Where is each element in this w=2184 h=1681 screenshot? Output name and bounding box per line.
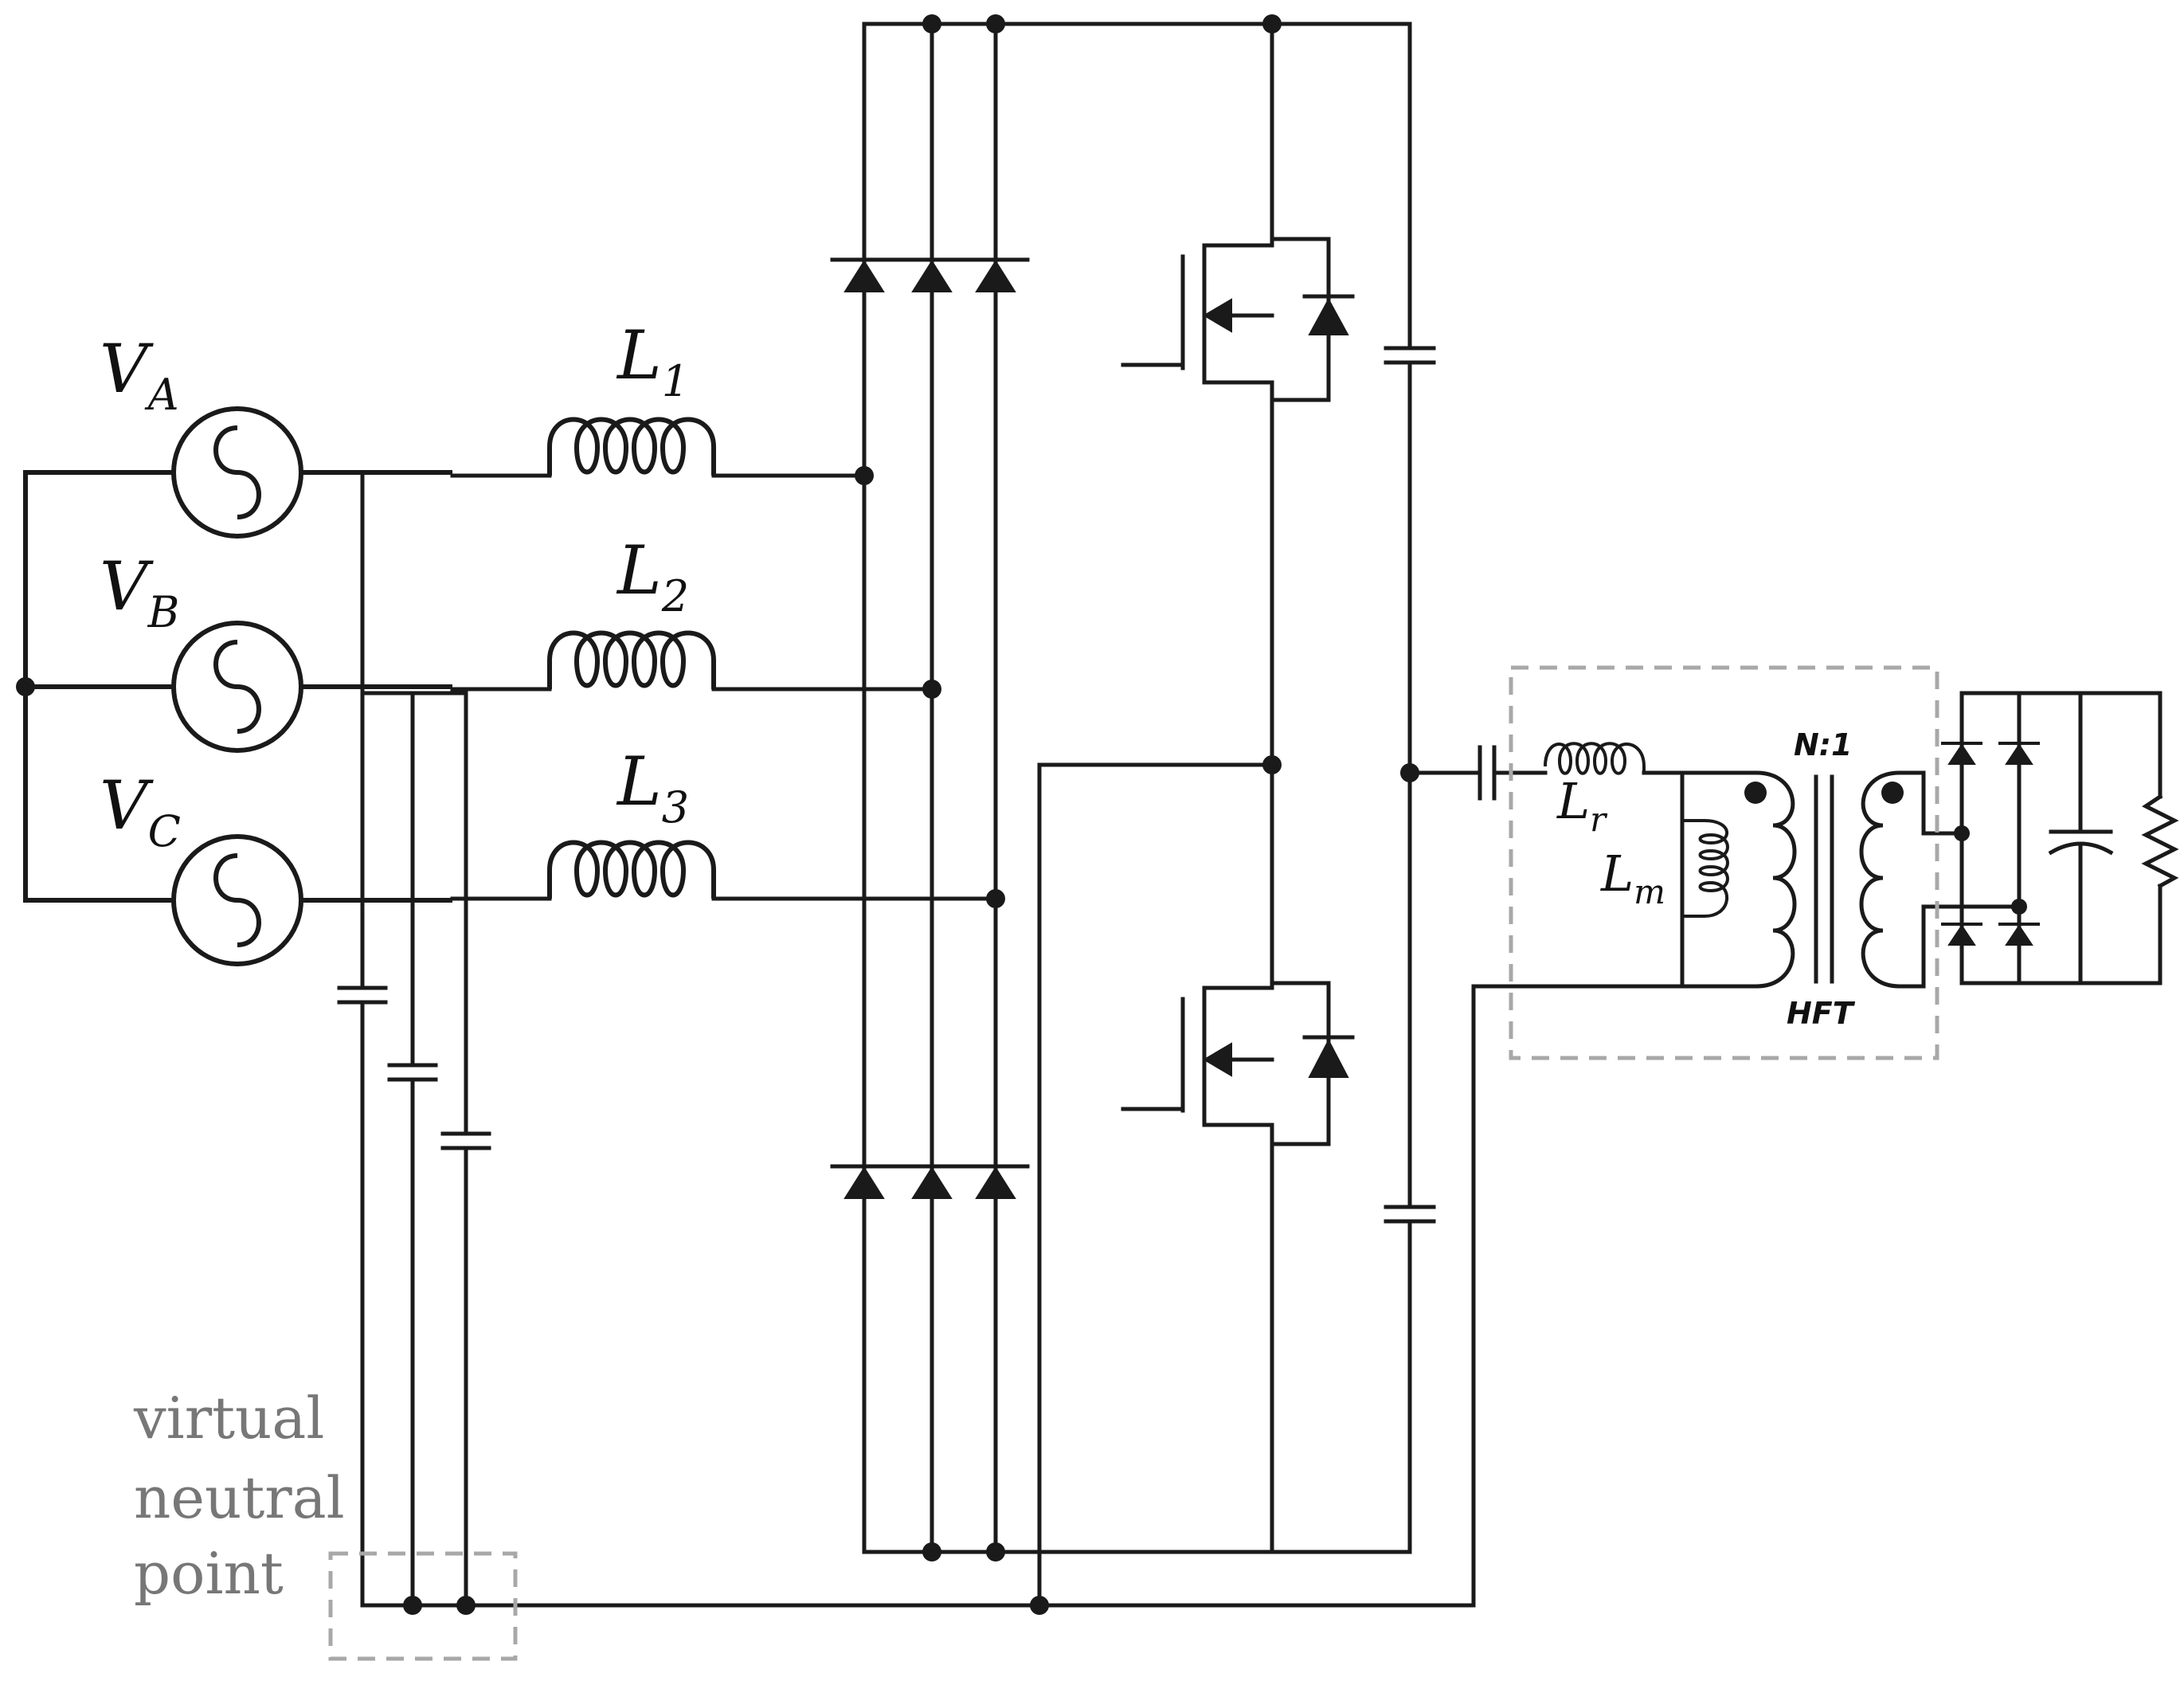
note-line-1: virtual bbox=[133, 1385, 324, 1452]
source-b bbox=[174, 623, 301, 750]
inductor-l1 bbox=[550, 420, 867, 476]
inductor-l3 bbox=[550, 843, 998, 899]
label-hft: HFT bbox=[1787, 996, 1856, 1031]
label-source-b: VB bbox=[100, 547, 179, 637]
dc-link-capacitors bbox=[1384, 22, 1436, 1554]
note-line-2: neutral bbox=[134, 1464, 345, 1531]
label-turns-ratio: N:1 bbox=[1794, 727, 1852, 762]
resonant-tank bbox=[1407, 742, 1729, 989]
inductor-l2 bbox=[550, 633, 934, 690]
label-lm: Lm bbox=[1600, 844, 1665, 911]
note-line-3: point bbox=[134, 1540, 284, 1607]
neutral-bus bbox=[360, 984, 1687, 1608]
virtual-neutral-box bbox=[328, 1551, 518, 1661]
diode-bridge bbox=[832, 14, 1027, 1561]
label-inductor-l2: L2 bbox=[616, 531, 689, 621]
source-a bbox=[174, 409, 301, 536]
label-source-a: VA bbox=[100, 330, 179, 420]
label-inductor-l1: L1 bbox=[616, 316, 689, 406]
label-lr: Lr bbox=[1556, 772, 1608, 839]
output-rectifier bbox=[1939, 691, 2179, 985]
switch-upper bbox=[1121, 22, 1355, 767]
switch-lower bbox=[1121, 762, 1355, 1554]
source-c bbox=[174, 837, 301, 964]
label-source-c: VC bbox=[100, 766, 181, 856]
filter-capacitors bbox=[337, 470, 491, 1615]
phase-wires bbox=[301, 470, 552, 903]
transformer-hft bbox=[1680, 770, 1964, 989]
switch-midpoint bbox=[1030, 755, 1282, 1615]
resonant-tank-box bbox=[1509, 665, 1939, 1060]
star-wiring bbox=[16, 470, 174, 903]
label-inductor-l3: L3 bbox=[616, 743, 689, 833]
